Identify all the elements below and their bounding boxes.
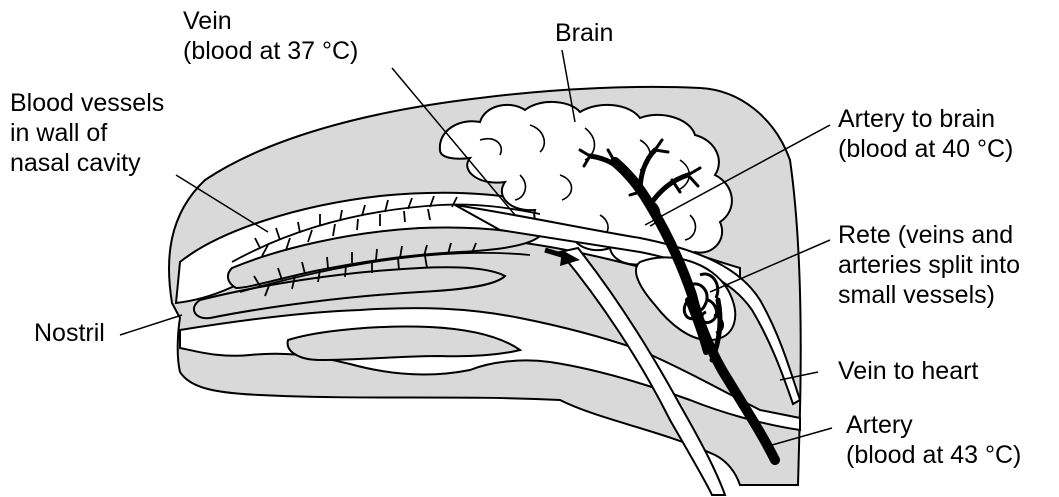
artery-to-brain-label: Artery to brain (blood at 40 °C) bbox=[838, 104, 1013, 164]
brain-label: Brain bbox=[555, 18, 613, 48]
nostril-label: Nostril bbox=[34, 318, 105, 348]
artery-label: Artery (blood at 43 °C) bbox=[846, 410, 1021, 470]
vein-to-heart-label: Vein to heart bbox=[838, 356, 978, 386]
blood-vessels-label: Blood vessels in wall of nasal cavity bbox=[10, 88, 164, 178]
leader-nostril bbox=[120, 315, 182, 335]
vein-label: Vein (blood at 37 °C) bbox=[183, 6, 358, 66]
rete-label: Rete (veins and arteries split into smal… bbox=[838, 220, 1020, 310]
